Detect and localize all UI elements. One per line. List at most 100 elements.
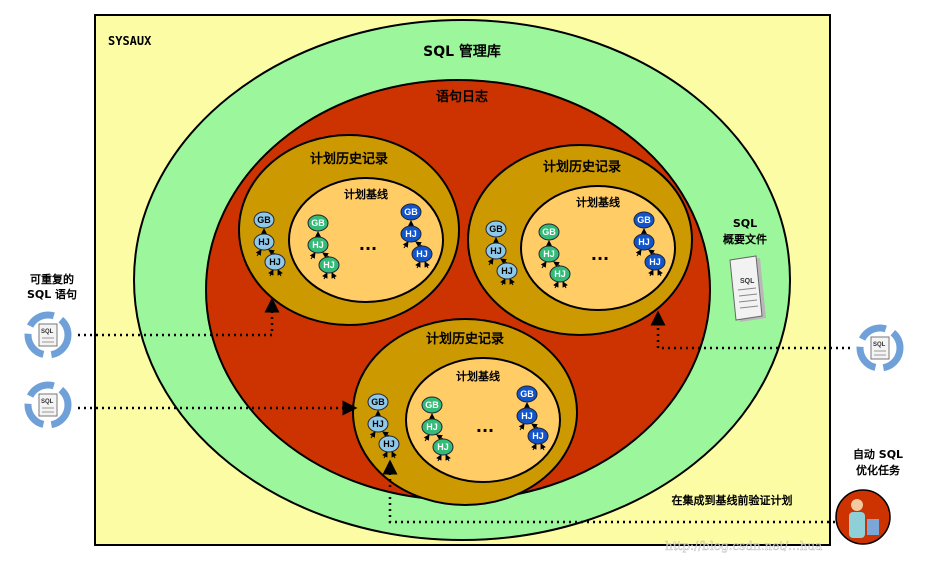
plan-tree-arrow xyxy=(553,261,561,268)
plan-history-3: 计划历史记录 计划基线 ... xyxy=(352,318,578,506)
plan-tree-arrow xyxy=(322,252,330,259)
plan-history-3-label: 计划历史记录 xyxy=(426,331,504,347)
plan-tree-arrow xyxy=(540,261,547,269)
history-2-tree-hj-2-shape xyxy=(496,262,518,280)
history-2-tree-hj-1-shape xyxy=(485,242,507,260)
plan-tree-arrow xyxy=(540,443,546,451)
sql-management-base-label: SQL 管理库 xyxy=(423,43,501,60)
plan-tree-arrow xyxy=(424,261,430,269)
plan-baseline-2-label: 计划基线 xyxy=(576,195,620,209)
baseline-1-green-tree-hj-1-label: HJ xyxy=(312,240,324,250)
plan-tree-arrow xyxy=(500,258,508,265)
baseline-1-blue-tree-hj-1-label: HJ xyxy=(405,229,417,239)
history-1-tree-hj-2-shape xyxy=(264,253,286,271)
plan-tree-arrow xyxy=(648,249,656,256)
plan-tree-arrow xyxy=(500,278,506,286)
baseline-2-blue-tree-hj-2-label: HJ xyxy=(649,257,661,267)
baseline-1-green-tree-hj-1-shape xyxy=(307,236,329,254)
baseline-1-blue-tree-hj-2-label: HJ xyxy=(416,249,428,259)
svg-text:SQL: SQL xyxy=(740,278,755,285)
plan-tree-arrow xyxy=(648,269,654,277)
plan-tree-arrow xyxy=(402,241,409,249)
baseline-3-green-tree-hj-2-shape xyxy=(432,438,454,456)
connector-auto-task xyxy=(382,459,835,524)
plan-history-1-label: 计划历史记录 xyxy=(310,151,388,167)
sql-profile-document-icon: SQL xyxy=(729,255,766,322)
plan-tree-arrow xyxy=(509,278,515,286)
history-2-tree-gb-shape xyxy=(485,220,507,238)
baseline-1-green-tree-gb-label: GB xyxy=(311,218,325,228)
baseline-2-green-tree-hj-2-shape xyxy=(549,265,571,283)
baseline-2-blue-tree-hj-1-label: HJ xyxy=(638,237,650,247)
baseline-3-blue-tree-hj-2-shape xyxy=(527,427,549,445)
plan-tree-arrow xyxy=(436,454,442,462)
auto-sql-tuning-label-2: 优化任务 xyxy=(856,463,901,477)
history-1-tree-hj-1-shape xyxy=(253,233,275,251)
plan-tree-arrow xyxy=(382,451,388,459)
plan-baseline-2-ellipsis: ... xyxy=(591,245,609,264)
history-1-tree-gb-label: GB xyxy=(257,215,271,225)
plan-baseline-1-label: 计划基线 xyxy=(344,187,388,201)
connector-right xyxy=(650,310,850,350)
connector-left-top xyxy=(78,297,280,337)
plan-baseline-3-label: 计划基线 xyxy=(456,369,500,383)
watermark: http://blog.csdn.net/...hua xyxy=(665,539,822,553)
svg-text:SQL: SQL xyxy=(873,342,886,348)
dotted-connectors xyxy=(78,297,850,524)
baseline-2-blue-tree-hj-1-shape xyxy=(633,233,655,251)
plan-tree-arrow xyxy=(487,258,494,266)
sysaux-label: SYSAUX xyxy=(108,34,152,48)
plan-tree-arrow xyxy=(531,423,539,430)
plan-tree-arrow xyxy=(562,281,568,289)
plan-tree-arrow xyxy=(391,451,397,459)
baseline-3-blue-tree-hj-1-label: HJ xyxy=(521,411,533,421)
plan-tree-arrow xyxy=(436,434,444,441)
history-3-tree-gb-shape xyxy=(367,393,389,411)
repeatable-sql-label-2: SQL 语句 xyxy=(27,287,77,301)
plan-tree-arrow xyxy=(268,249,276,256)
plan-tree-arrow xyxy=(322,272,328,280)
plan-tree-arrow xyxy=(657,269,663,277)
plan-history-1: 计划历史记录 计划基线 ... xyxy=(238,134,460,326)
sql-profile-label-2: 概要文件 xyxy=(723,232,767,246)
history-3-tree-hj-1-shape xyxy=(367,415,389,433)
plan-tree-arrow xyxy=(415,241,423,248)
plan-tree-arrow xyxy=(531,443,537,451)
plan-trees: GBHJHJGBHJHJGBHJHJGBHJHJGBHJHJGBHJHJGBHJ… xyxy=(253,203,666,462)
history-3-tree-hj-1-label: HJ xyxy=(372,419,384,429)
plan-tree-arrow xyxy=(382,431,390,438)
auto-tuning-task-icon xyxy=(835,489,891,545)
plan-tree-arrow xyxy=(635,249,642,257)
plan-baseline-1-ellipsis: ... xyxy=(359,235,377,254)
plan-tree-arrow xyxy=(445,454,451,462)
history-2-tree-hj-2-label: HJ xyxy=(501,266,513,276)
history-3-tree-gb-label: GB xyxy=(371,397,385,407)
plan-tree-arrow xyxy=(277,269,283,277)
history-2-tree-gb-label: GB xyxy=(489,224,503,234)
repeatable-sql-icon-3: SQL xyxy=(856,324,904,372)
baseline-3-green-tree-hj-1-shape xyxy=(421,418,443,436)
baseline-2-blue-tree-hj-2-shape xyxy=(644,253,666,271)
baseline-2-green-tree-hj-1-shape xyxy=(538,245,560,263)
baseline-2-green-tree-gb-shape xyxy=(538,223,560,241)
baseline-3-blue-tree-hj-2-label: HJ xyxy=(532,431,544,441)
verify-before-baseline-label: 在集成到基线前验证计划 xyxy=(672,493,793,507)
plan-tree-arrow xyxy=(369,431,376,439)
baseline-1-blue-tree-gb-label: GB xyxy=(404,207,418,217)
sql-profile-label-1: SQL xyxy=(733,217,757,230)
statement-log-label: 语句日志 xyxy=(436,89,488,105)
history-1-tree-hj-2-label: HJ xyxy=(269,257,281,267)
history-3-tree-hj-2-label: HJ xyxy=(383,439,395,449)
history-1-tree-hj-1-label: HJ xyxy=(258,237,270,247)
baseline-1-blue-tree-hj-1-shape xyxy=(400,225,422,243)
plan-tree-arrow xyxy=(255,249,262,257)
plan-tree-arrow xyxy=(331,272,337,280)
plan-tree-arrow xyxy=(553,281,559,289)
baseline-2-blue-tree-gb-shape xyxy=(633,211,655,229)
baseline-3-blue-tree-gb-label: GB xyxy=(520,389,534,399)
baseline-1-green-tree-hj-2-shape xyxy=(318,256,340,274)
svg-text:SQL: SQL xyxy=(41,399,54,405)
baseline-3-green-tree-gb-label: GB xyxy=(425,400,439,410)
baseline-1-green-tree-gb-shape xyxy=(307,214,329,232)
baseline-3-green-tree-gb-shape xyxy=(421,396,443,414)
